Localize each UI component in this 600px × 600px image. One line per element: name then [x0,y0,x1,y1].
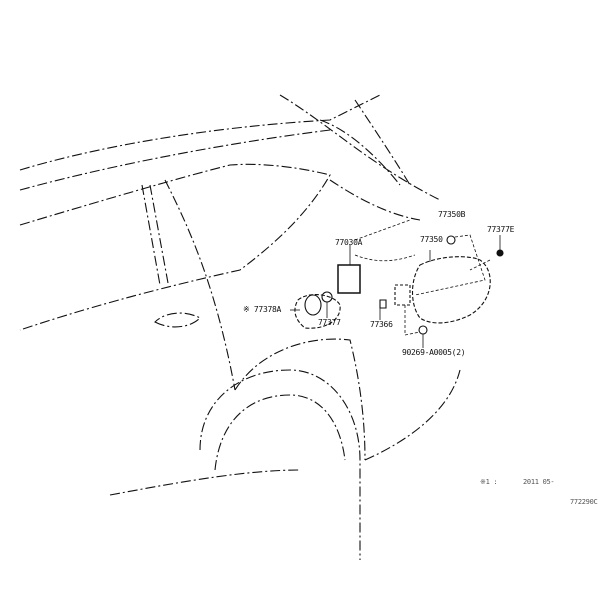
part-label-77366[interactable]: 77366 [370,320,393,329]
part-label-77377[interactable]: 77377 [318,318,341,327]
part-label-77350b[interactable]: 77350B [438,210,466,219]
part-label-77030a[interactable]: 77030A [335,238,363,247]
part-label-77350[interactable]: 77350 [420,235,443,244]
part-label-90269-a0005[interactable]: 90269-A0005(2) [402,348,466,357]
footnote-mark: ※1 : [480,478,498,486]
diagram-code: 772290C [570,498,598,506]
part-label-77377e[interactable]: 77377E [487,225,515,234]
leader-lines [290,219,501,348]
vehicle-body-outline [19,94,461,560]
footnote-text: 2011 05- [523,478,555,486]
part-label-77378a[interactable]: ※ 77378A [243,305,282,314]
